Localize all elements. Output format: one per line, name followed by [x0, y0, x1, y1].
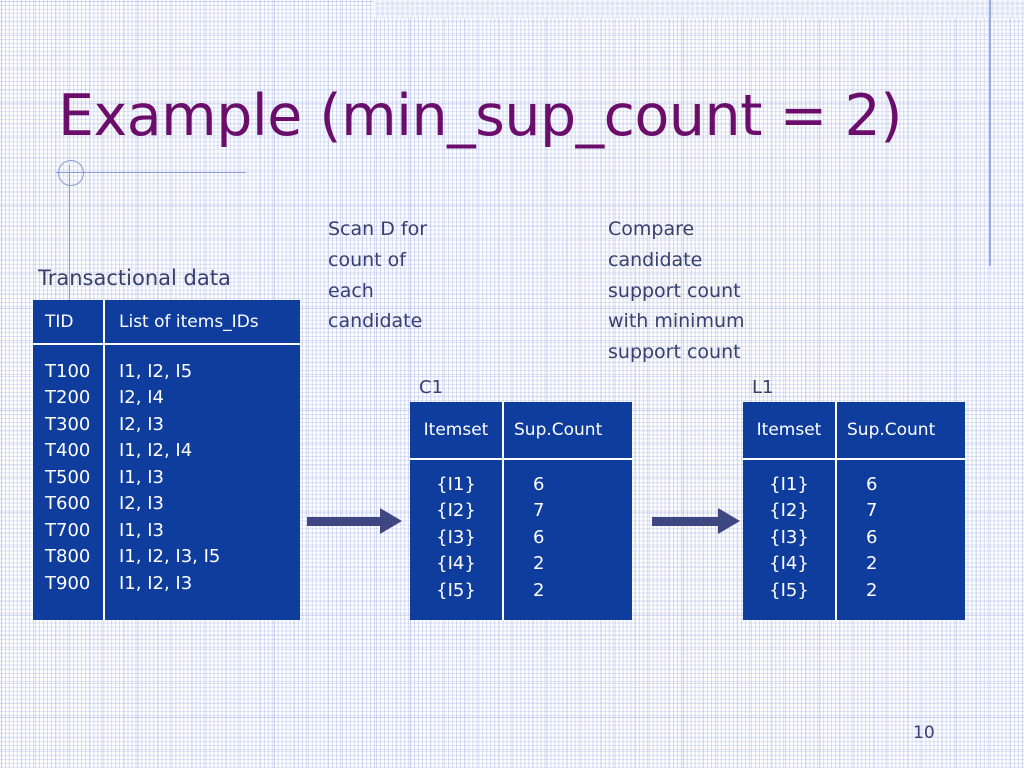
title-underline-rule — [56, 172, 246, 173]
page-title: Example (min_sup_count = 2) — [58, 83, 902, 149]
top-decorative-band — [374, 0, 1024, 18]
transactional-data-caption: Transactional data — [38, 266, 231, 290]
arrow-shaft — [652, 517, 719, 526]
arrow-shaft — [307, 517, 381, 526]
transactional-table-header-row: TID List of items_IDs — [33, 300, 300, 345]
l1-table: Itemset Sup.Count {I1} {I2} {I3} {I4} {I… — [743, 402, 965, 620]
arrow-right-icon-compare — [652, 508, 740, 534]
tid-column-values: T100 T200 T300 T400 T500 T600 T700 T800 … — [33, 345, 105, 620]
column-header-list-of-items: List of items_IDs — [119, 311, 259, 332]
column-header-tid: TID — [33, 300, 105, 343]
l1-supcount-values: 6 7 6 2 2 — [866, 474, 878, 601]
arrow-head — [718, 508, 740, 534]
transactional-data-table: TID List of items_IDs T100 T200 T300 T40… — [33, 300, 300, 620]
title-decorative-vertical-line — [69, 165, 70, 302]
l1-header-row: Itemset Sup.Count — [743, 402, 965, 460]
c1-itemset-values: {I1} {I2} {I3} {I4} {I5} — [410, 460, 504, 620]
title-decorative-circle — [58, 160, 84, 186]
right-vertical-rule — [989, 0, 991, 266]
transactional-table-body: T100 T200 T300 T400 T500 T600 T700 T800 … — [33, 345, 300, 620]
arrow-head — [380, 508, 402, 534]
c1-table: Itemset Sup.Count {I1} {I2} {I3} {I4} {I… — [410, 402, 632, 620]
l1-column-header-itemset: Itemset — [743, 402, 837, 458]
c1-column-header-itemset: Itemset — [410, 402, 504, 458]
c1-supcount-values: 6 7 6 2 2 — [533, 474, 545, 601]
c1-header-row: Itemset Sup.Count — [410, 402, 632, 460]
c1-body: {I1} {I2} {I3} {I4} {I5} 6 7 6 2 2 — [410, 460, 632, 620]
c1-table-label: C1 — [419, 377, 444, 398]
l1-itemset-values: {I1} {I2} {I3} {I4} {I5} — [743, 460, 837, 620]
note-scan-d: Scan D for count of each candidate — [328, 218, 428, 333]
l1-table-label: L1 — [752, 377, 774, 398]
l1-column-header-supcount: Sup.Count — [847, 420, 936, 440]
arrow-right-icon-scan-d — [307, 508, 402, 534]
note-compare-support: Compare candidate support count with min… — [608, 218, 745, 364]
c1-column-header-supcount: Sup.Count — [514, 420, 603, 440]
page-number: 10 — [913, 723, 935, 743]
items-column-values: I1, I2, I5 I2, I4 I2, I3 I1, I2, I4 I1, … — [119, 361, 221, 594]
l1-body: {I1} {I2} {I3} {I4} {I5} 6 7 6 2 2 — [743, 460, 965, 620]
